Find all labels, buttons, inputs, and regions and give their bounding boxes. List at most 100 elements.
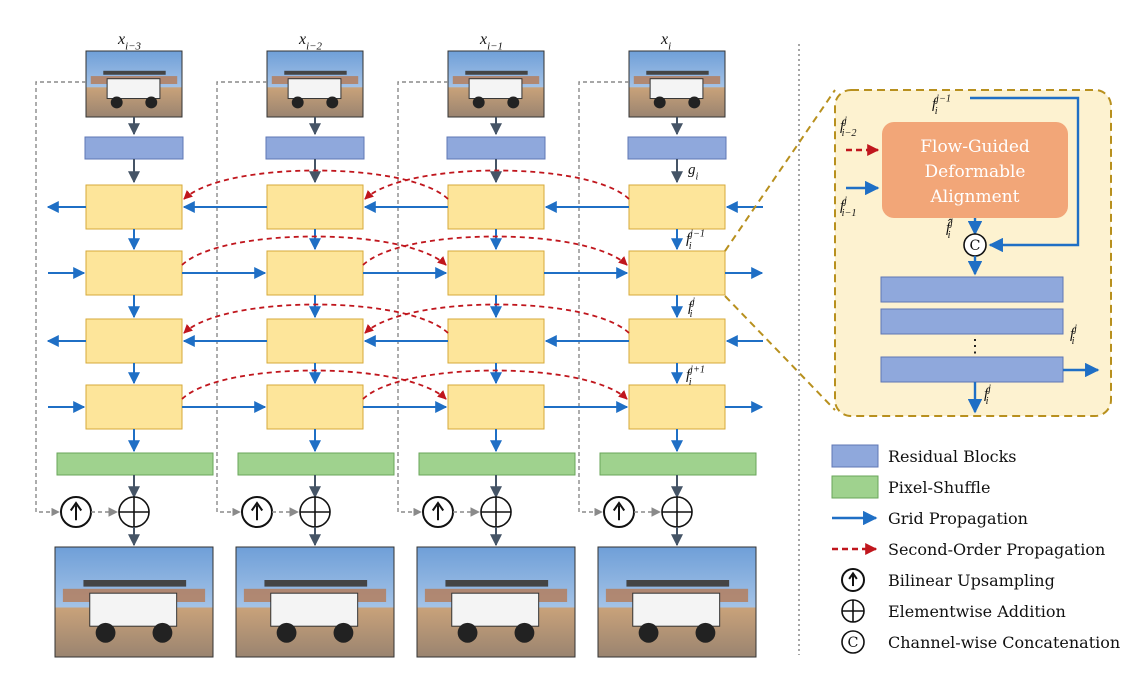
legend-label-3: Second-Order Propagation <box>888 540 1105 559</box>
legend-label-0: Residual Blocks <box>888 447 1017 466</box>
elementwise-add-icon-2 <box>480 496 512 528</box>
second-order-arc-1-1 <box>362 235 628 266</box>
legend-item-5: Elementwise Addition <box>841 599 1066 623</box>
legend-label-2: Grid Propagation <box>888 509 1028 528</box>
elementwise-add-icon-3 <box>661 496 693 528</box>
pixel-shuffle-block-3 <box>599 452 757 476</box>
legend-item-0: Residual Blocks <box>831 444 1017 468</box>
legend-item-3: Second-Order Propagation <box>832 540 1105 559</box>
propagation-block-0-2 <box>85 318 183 364</box>
pixel-shuffle-block-0 <box>56 452 214 476</box>
inset-residual-block-3 <box>880 356 1064 383</box>
propagation-block-1-3 <box>266 384 364 430</box>
legend-label-6: Channel-wise Concatenation <box>888 633 1120 652</box>
inset-ellipsis: ⋮ <box>966 336 984 357</box>
column-2: xi−1 <box>397 31 576 658</box>
legend-upsample-icon <box>841 568 865 592</box>
alignment-title-line-0: Flow-Guided <box>920 137 1030 157</box>
input-frame-3 <box>628 50 726 118</box>
propagation-block-3-3 <box>628 384 726 430</box>
legend-label-4: Bilinear Upsampling <box>888 571 1055 590</box>
residual-block-0 <box>84 136 184 160</box>
output-frame-3 <box>597 546 757 658</box>
column-3: xi <box>578 31 757 658</box>
channel-concat-icon: C <box>963 233 987 257</box>
legend-add-icon <box>841 599 865 623</box>
legend-item-1: Pixel-Shuffle <box>831 475 990 499</box>
residual-block-1 <box>265 136 365 160</box>
legend-label-5: Elementwise Addition <box>888 602 1066 621</box>
output-frame-0 <box>54 546 214 658</box>
propagation-block-0-0 <box>85 184 183 230</box>
propagation-block-1-0 <box>266 184 364 230</box>
zoom-line-top <box>724 89 836 252</box>
legend-residual-swatch <box>831 444 879 468</box>
elementwise-add-icon-1 <box>299 496 331 528</box>
second-order-arc-2-1 <box>364 303 630 334</box>
output-frame-2 <box>416 546 576 658</box>
second-order-arc-3-0 <box>181 369 447 400</box>
residual-block-2 <box>446 136 546 160</box>
propagation-block-3-1 <box>628 250 726 296</box>
input-frame-0 <box>85 50 183 118</box>
flow-guided-alignment-block <box>882 122 1068 218</box>
input-frame-label-1: xi−2 <box>298 31 322 53</box>
bilinear-upsample-icon-3 <box>603 496 635 528</box>
propagation-block-1-2 <box>266 318 364 364</box>
pixel-shuffle-block-1 <box>237 452 395 476</box>
second-order-arc-0-0 <box>183 169 449 200</box>
second-order-arc-3-1 <box>362 369 628 400</box>
residual-block-3 <box>627 136 727 160</box>
elementwise-add-icon-0 <box>118 496 150 528</box>
label-g: gi <box>688 162 699 182</box>
input-frame-label-2: xi−1 <box>479 31 503 53</box>
propagation-block-2-2 <box>447 318 545 364</box>
second-order-arc-0-1 <box>364 169 630 200</box>
input-frame-2 <box>447 50 545 118</box>
second-order-arc-2-0 <box>183 303 449 334</box>
legend-pixelshuffle-swatch <box>831 475 879 499</box>
second-order-arc-1-0 <box>181 235 447 266</box>
input-frame-label-0: xi−3 <box>117 31 141 53</box>
propagation-block-3-2 <box>628 318 726 364</box>
legend-item-2: Grid Propagation <box>832 509 1028 528</box>
skip-connection-1 <box>216 81 267 517</box>
propagation-block-3-0 <box>628 184 726 230</box>
inset-residual-block-2 <box>880 308 1064 335</box>
legend-label-1: Pixel-Shuffle <box>888 478 990 497</box>
propagation-block-2-1 <box>447 250 545 296</box>
bilinear-upsample-icon-2 <box>422 496 454 528</box>
legend-item-4: Bilinear Upsampling <box>841 568 1055 592</box>
svg-text:C: C <box>970 238 981 254</box>
alignment-title-line-2: Alignment <box>930 187 1020 207</box>
skip-connection-2 <box>397 81 448 517</box>
propagation-block-0-3 <box>85 384 183 430</box>
input-frame-1 <box>266 50 364 118</box>
legend-item-6: C Channel-wise Concatenation <box>841 630 1120 654</box>
legend-concat-icon: C <box>841 630 865 654</box>
skip-connection-3 <box>578 81 629 517</box>
input-frame-label-3: xi <box>660 31 671 53</box>
propagation-block-1-1 <box>266 250 364 296</box>
skip-connection-0 <box>35 81 86 517</box>
propagation-block-2-0 <box>447 184 545 230</box>
alignment-title-line-1: Deformable <box>925 162 1026 182</box>
column-1: xi−2 <box>216 31 395 658</box>
propagation-block-2-3 <box>447 384 545 430</box>
pixel-shuffle-block-2 <box>418 452 576 476</box>
column-0: xi−3 <box>35 31 214 658</box>
inset-skip-arrow <box>970 96 1080 253</box>
bilinear-upsample-icon-0 <box>60 496 92 528</box>
svg-text:C: C <box>848 635 859 651</box>
bilinear-upsample-icon-1 <box>241 496 273 528</box>
